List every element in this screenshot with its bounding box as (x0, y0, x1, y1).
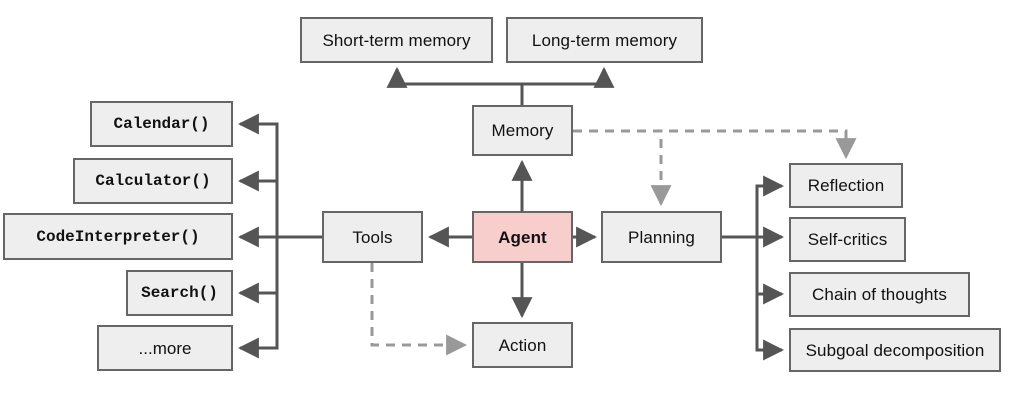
node-agent[interactable]: Agent (472, 211, 573, 263)
node-code-interpreter-tool-label: CodeInterpreter() (36, 227, 200, 246)
edge-memory-to-long-term-memory (520, 66, 615, 105)
node-agent-label: Agent (498, 227, 547, 247)
node-chain-of-thoughts-label: Chain of thoughts (812, 285, 947, 304)
node-calendar-tool[interactable]: Calendar() (90, 101, 233, 147)
node-short-term-memory-label: Short-term memory (322, 30, 471, 50)
edge-memory-to-short-term-memory (386, 66, 524, 105)
node-self-critics[interactable]: Self-critics (789, 217, 906, 262)
node-search-tool[interactable]: Search() (126, 270, 233, 316)
node-subgoal-decomposition[interactable]: Subgoal decomposition (789, 328, 1001, 372)
node-action-label: Action (498, 335, 547, 355)
node-reflection[interactable]: Reflection (789, 163, 903, 208)
node-planning[interactable]: Planning (601, 211, 722, 263)
node-calculator-tool-label: Calculator() (95, 172, 211, 190)
node-action[interactable]: Action (472, 322, 573, 368)
edge-tools-to-action-dashed (370, 263, 468, 356)
node-self-critics-label: Self-critics (807, 230, 888, 249)
node-subgoal-decomposition-label: Subgoal decomposition (805, 340, 985, 360)
node-memory-label: Memory (491, 121, 554, 140)
node-more-tools-label: ...more (138, 338, 192, 358)
node-planning-label: Planning (628, 227, 695, 247)
edge-planning-to-subgoal-decomposition (755, 237, 785, 361)
node-calendar-tool-label: Calendar() (113, 115, 210, 133)
node-tools[interactable]: Tools (322, 211, 423, 263)
edge-memory-to-reflection-dashed (573, 129, 857, 160)
node-tools-label: Tools (352, 227, 393, 247)
node-reflection-label: Reflection (807, 176, 885, 195)
node-calculator-tool[interactable]: Calculator() (73, 158, 233, 204)
edge-memory-to-planning-dashed (573, 129, 672, 207)
edge-tools-to-more (237, 237, 279, 359)
node-more-tools[interactable]: ...more (97, 325, 233, 371)
node-code-interpreter-tool[interactable]: CodeInterpreter() (3, 213, 233, 260)
edge-planning-to-chain-of-thoughts (755, 237, 785, 305)
node-chain-of-thoughts[interactable]: Chain of thoughts (789, 272, 970, 317)
node-long-term-memory[interactable]: Long-term memory (506, 17, 703, 63)
node-memory[interactable]: Memory (472, 105, 573, 156)
edge-planning-to-reflection (755, 175, 785, 237)
node-long-term-memory-label: Long-term memory (531, 30, 678, 50)
edge-tools-to-calculator (237, 170, 279, 237)
node-short-term-memory[interactable]: Short-term memory (300, 17, 493, 63)
edge-tools-to-search (237, 237, 279, 304)
node-search-tool-label: Search() (141, 284, 218, 302)
